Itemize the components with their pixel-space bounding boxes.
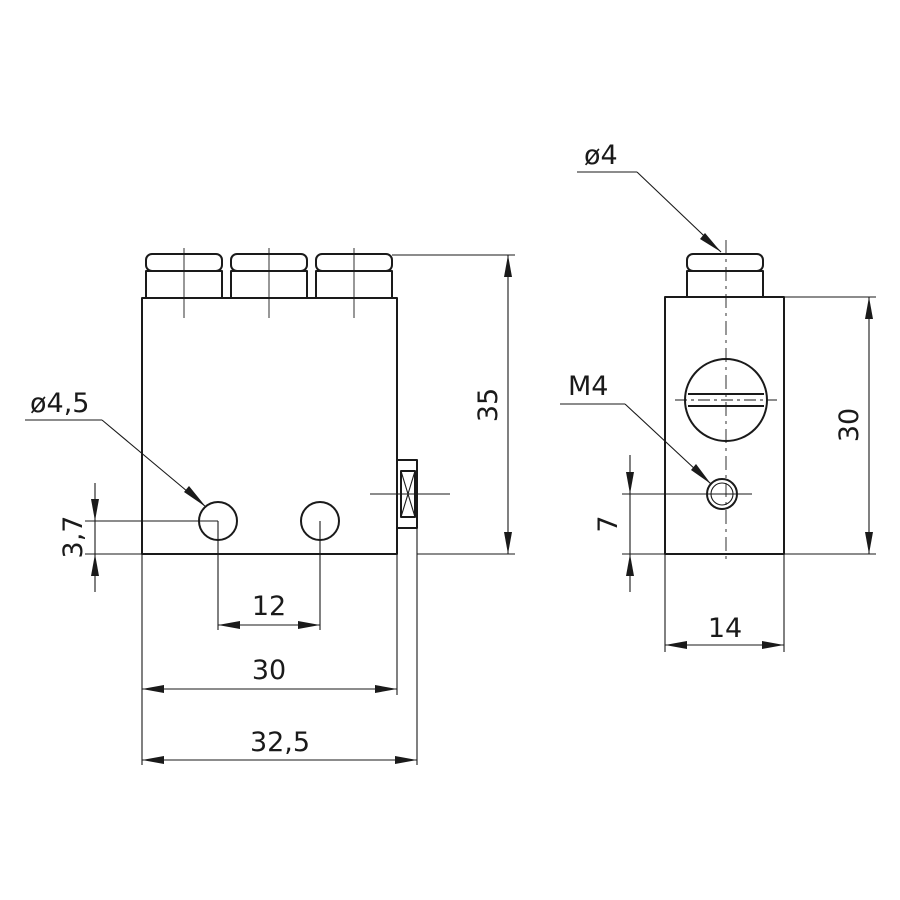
dim-hole-spacing: 12 (217, 521, 321, 630)
thread-label: M4 (568, 371, 608, 402)
side-screw (370, 459, 450, 529)
dim-hole-spacing-label: 12 (252, 591, 286, 622)
side-view: M4 ø4 7 30 (560, 140, 876, 652)
dim-width-outer-label: 32,5 (250, 727, 310, 758)
dim-height-side: 30 (784, 296, 876, 555)
hole-diameter-label: ø4,5 (30, 388, 89, 419)
side-body (664, 296, 785, 555)
dim-width-outer: 32,5 (142, 528, 418, 765)
leader-thread: M4 (560, 371, 712, 485)
dim-thread-height: 7 (593, 455, 665, 592)
slotted-screw-head (675, 358, 777, 442)
front-body (141, 297, 398, 555)
dim-height-front: 35 (392, 254, 515, 555)
dim-height-side-label: 30 (834, 408, 865, 442)
dim-hole-height-label: 3,7 (58, 516, 89, 559)
side-fitting (686, 253, 764, 298)
front-view: 12 30 32,5 35 (25, 248, 515, 765)
dim-width-side-label: 14 (708, 613, 742, 644)
dim-thread-height-label: 7 (593, 515, 624, 532)
dim-width-side: 14 (664, 554, 785, 652)
dim-height-front-label: 35 (473, 388, 504, 422)
thread-hole (622, 478, 752, 510)
fitting-diameter-label: ø4 (584, 140, 618, 171)
dim-width-inner: 30 (141, 554, 398, 765)
dim-hole-height: 3,7 (58, 483, 218, 592)
leader-fitting-diameter: ø4 (577, 140, 722, 253)
dim-width-inner-label: 30 (252, 655, 286, 686)
leader-hole-diameter: ø4,5 (25, 388, 207, 508)
